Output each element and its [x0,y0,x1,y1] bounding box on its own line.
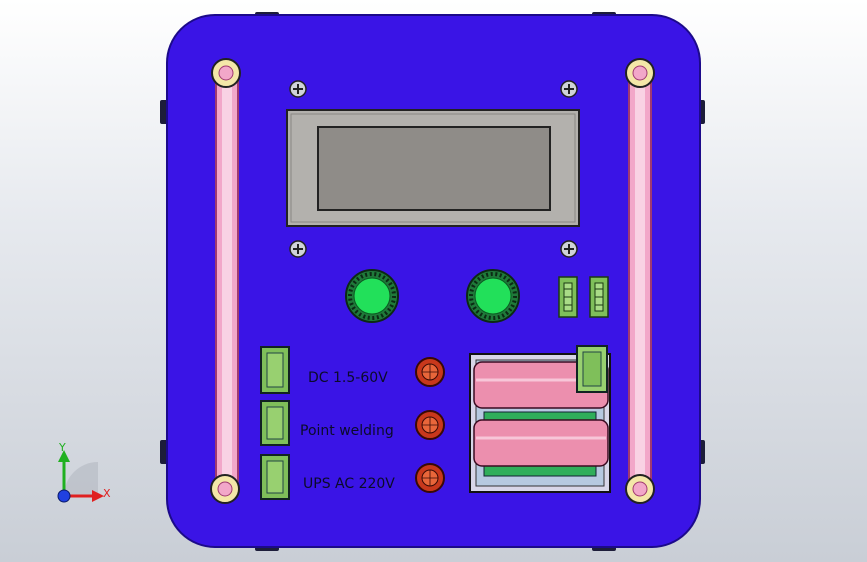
axis-triad [57,450,104,503]
left-knob[interactable] [345,269,399,323]
usb-port-1[interactable] [558,276,578,318]
lcd-display [286,109,580,227]
battery-compartment [469,345,611,493]
indicator-ups [415,463,445,493]
usb-port-2[interactable] [589,276,609,318]
label-ups: UPS AC 220V [303,476,395,492]
switch-point-welding[interactable] [260,400,290,446]
screws [289,80,578,258]
axis-y-label: Y [59,441,66,454]
indicator-dc [415,357,445,387]
label-dc: DC 1.5-60V [308,370,388,386]
axis-x-label: X [103,487,111,500]
right-knob[interactable] [466,269,520,323]
switch-ups[interactable] [260,454,290,500]
switch-dc[interactable] [260,346,290,394]
label-point-welding: Point welding [300,423,394,439]
indicator-point-welding [415,410,445,440]
left-handle [210,58,241,504]
right-handle [625,58,655,504]
